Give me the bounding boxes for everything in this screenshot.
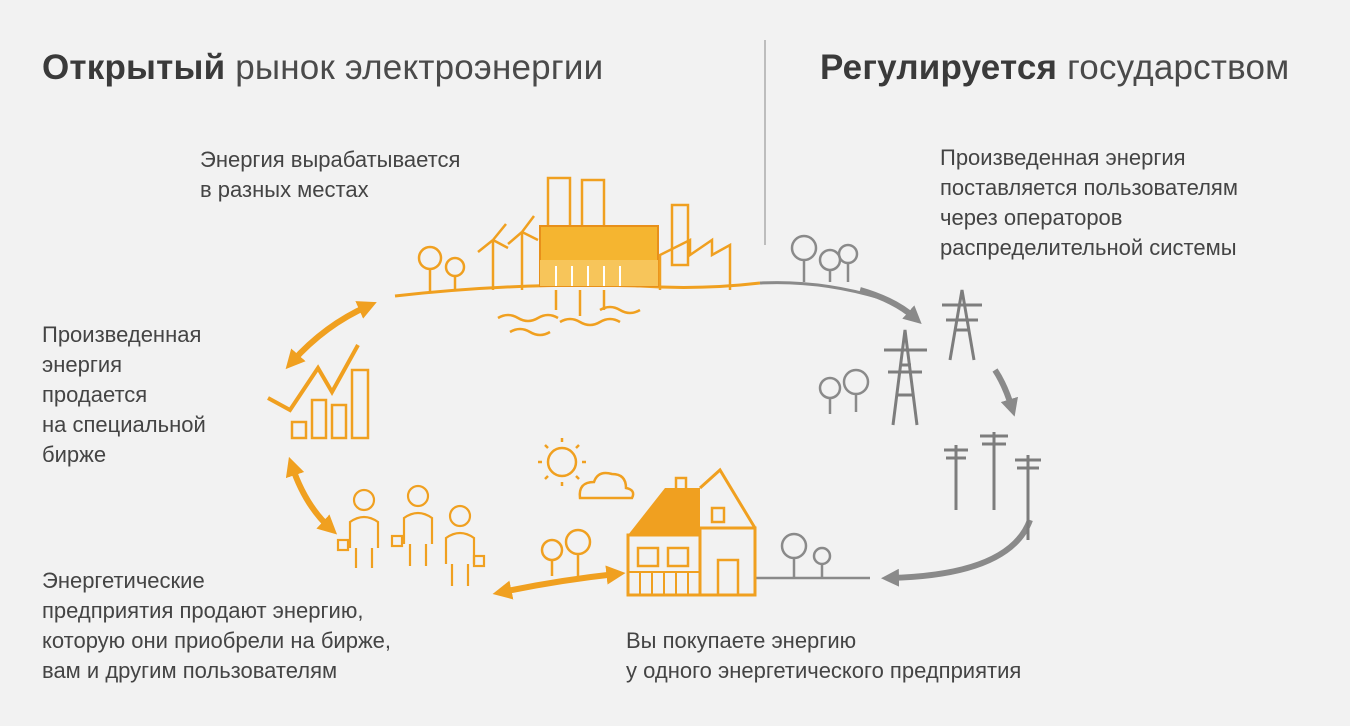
label-exchange-line: на специальной xyxy=(42,412,206,437)
section-divider xyxy=(764,40,766,245)
sun-icon xyxy=(538,438,586,486)
label-suppliers: Энергетические предприятия продают энерг… xyxy=(42,566,391,686)
cloud-icon xyxy=(578,471,635,500)
label-suppliers-line: которую они приобрели на бирже, xyxy=(42,628,392,653)
wind-turbine-icon xyxy=(477,215,539,290)
power-pole-icon xyxy=(944,432,1041,540)
power-plant-icon xyxy=(497,176,732,337)
label-distribution-line: Произведенная энергия xyxy=(940,145,1186,170)
label-generation-line: Энергия вырабатывается xyxy=(200,147,461,172)
label-suppliers-line: вам и другим пользователям xyxy=(42,658,338,683)
label-consumer-line: Вы покупаете энергию xyxy=(626,628,857,653)
tree-icon xyxy=(818,368,870,414)
heading-open-market-bold: Открытый xyxy=(42,48,226,87)
label-generation: Энергия вырабатывается в разных местах xyxy=(200,145,460,205)
label-distribution-line: через операторов xyxy=(940,205,1123,230)
tree-icon xyxy=(780,532,832,578)
consumer-scene xyxy=(538,438,870,597)
label-exchange-line: энергия xyxy=(42,352,123,377)
label-suppliers-line: предприятия продают энергию, xyxy=(42,598,364,623)
label-suppliers-line: Энергетические xyxy=(42,568,205,593)
tree-icon xyxy=(540,528,592,576)
label-distribution-line: распределительной системы xyxy=(940,235,1237,260)
label-consumer-line: у одного энергетического предприятия xyxy=(626,658,1022,683)
label-exchange: Произведенная энергия продается на специ… xyxy=(42,320,206,470)
label-distribution-line: поставляется пользователям xyxy=(940,175,1238,200)
market-arrows xyxy=(285,301,626,600)
heading-open-market: Открытый рынок электроэнергии xyxy=(42,48,603,88)
heading-open-market-rest: рынок электроэнергии xyxy=(225,48,604,87)
tree-icon xyxy=(417,245,466,292)
label-distribution: Произведенная энергия поставляется польз… xyxy=(940,143,1238,263)
transmission-tower-icon xyxy=(884,289,982,426)
distribution-arrows xyxy=(859,287,1033,587)
label-exchange-line: бирже xyxy=(42,442,107,467)
label-exchange-line: Произведенная xyxy=(42,322,202,347)
heading-regulated: Регулируется государством xyxy=(820,48,1289,88)
heading-regulated-rest: государством xyxy=(1057,48,1290,87)
label-exchange-line: продается xyxy=(42,382,148,407)
heading-regulated-bold: Регулируется xyxy=(820,48,1058,87)
label-generation-line: в разных местах xyxy=(200,177,369,202)
chart-icon xyxy=(267,344,370,440)
tree-icon xyxy=(790,234,859,282)
label-consumer: Вы покупаете энергию у одного энергетиче… xyxy=(626,626,1021,686)
house-icon xyxy=(626,467,757,597)
generation-scene xyxy=(394,176,881,337)
workers-icon xyxy=(336,484,486,586)
